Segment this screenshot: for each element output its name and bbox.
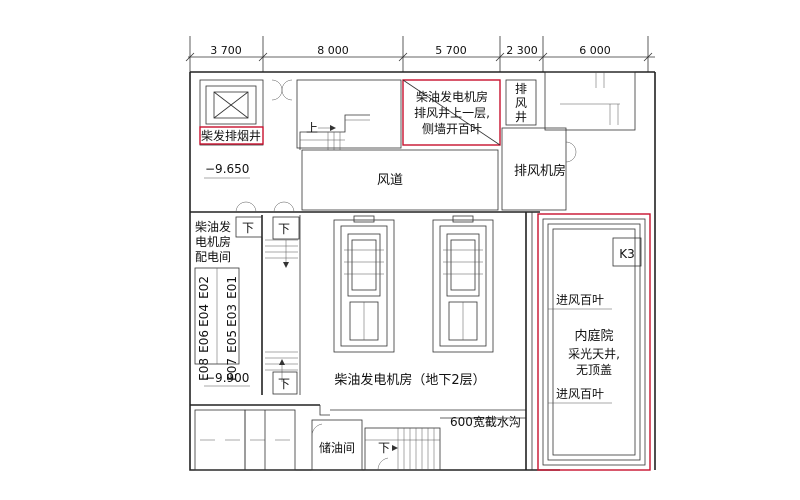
cabinet-label: E07	[225, 358, 239, 381]
exhaust-shaft: 排 风 井	[505, 79, 537, 126]
stair-down-label: 下	[378, 441, 390, 455]
doors-divider	[235, 201, 295, 213]
exhaust-shaft-label: 井	[515, 110, 527, 124]
generator-unit-1	[333, 215, 395, 353]
generator-unit-2	[432, 215, 494, 353]
level-upper-label: −9.650	[205, 162, 249, 176]
dimension-label: 8 000	[317, 44, 349, 57]
stair-down-label: 下	[278, 377, 290, 391]
intake-louver-label: 进风百叶	[556, 387, 604, 401]
cabinet-label: E02	[197, 276, 211, 299]
exhaust-fan-room: 排风机房	[501, 127, 577, 211]
level-lower-label: −9.900	[205, 371, 249, 385]
left-stair: 下 下 下	[235, 215, 301, 395]
upper-stair: 上	[296, 79, 402, 150]
exhaust-shaft-label: 风	[515, 96, 527, 110]
smoke-shaft-label: 柴发排烟井	[201, 128, 261, 143]
stair-down-label: 下	[242, 221, 254, 235]
courtyard-label: 内庭院	[574, 328, 613, 344]
courtyard: 内庭院 采光天井, 无顶盖 进风百叶 进风百叶 K3	[537, 213, 651, 471]
oil-storage-label: 储油间	[319, 440, 355, 455]
cabinet-label: E05	[225, 330, 239, 353]
generator-vent-note-box: 柴油发电机房 排风井上一层, 侧墙开百叶	[402, 79, 501, 146]
level-mark-upper: −9.650	[204, 162, 250, 179]
dimension-label: 6 000	[579, 44, 611, 57]
main-room-label: 柴油发电机房（地下2层）	[334, 372, 485, 388]
dimension-label: 3 700	[210, 44, 242, 57]
distribution-room: 柴油发 电机房 配电间 E01 E02 E03 E04 E05 E06 E07 …	[194, 219, 240, 381]
cabinet-label: E06	[197, 330, 211, 353]
dimension-label: 2 300	[506, 44, 538, 57]
distribution-label: 电机房	[195, 234, 231, 249]
skylight-label: 采光天井,	[568, 347, 620, 361]
k3-label: K3	[619, 247, 635, 261]
cabinet-label: E04	[197, 304, 211, 327]
exhaust-room-label: 排风机房	[514, 163, 566, 179]
top-right-shafts	[544, 71, 636, 131]
lower-stair: 下	[364, 427, 441, 471]
vent-note-line: 柴油发电机房	[416, 89, 488, 104]
cabinet-label: E01	[225, 276, 239, 299]
lower-left-rooms	[190, 404, 320, 471]
oil-storage-room: 储油间	[311, 419, 363, 471]
intake-louver-label: 进风百叶	[556, 293, 604, 307]
vent-note-line: 侧墙开百叶	[422, 122, 482, 136]
cabinet-label: E03	[225, 304, 239, 327]
dimension-row: 3 700 8 000 5 700 2 300 6 000	[185, 36, 655, 72]
skylight-label: 无顶盖	[576, 363, 612, 377]
vent-note-line: 排风井上一层,	[414, 106, 490, 120]
stair-down-label: 下	[278, 222, 290, 236]
trench-label: 600宽截水沟	[450, 414, 521, 429]
stair-up-label: 上	[306, 121, 318, 135]
level-mark-lower: −9.900	[204, 371, 250, 387]
distribution-label: 柴油发	[195, 219, 231, 234]
smoke-shaft-room: 柴发排烟井	[199, 79, 264, 146]
air-duct-room: 风道	[301, 149, 499, 211]
door-top-left	[271, 79, 293, 101]
exhaust-shaft-label: 排	[515, 82, 527, 96]
distribution-label: 配电间	[195, 250, 231, 264]
trench: 600宽截水沟	[319, 405, 526, 429]
air-duct-label: 风道	[377, 173, 403, 188]
cabinet-label: E08	[197, 358, 211, 381]
dimension-label: 5 700	[435, 44, 467, 57]
